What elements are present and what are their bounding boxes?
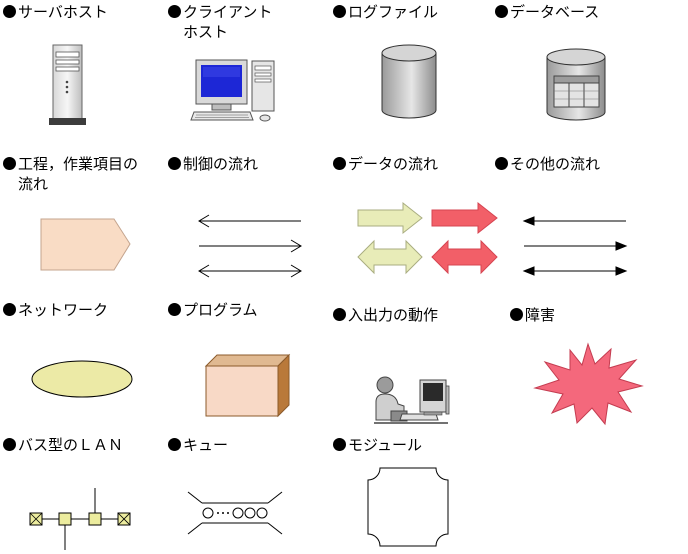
explosion-burst-icon <box>533 342 644 426</box>
queue-icon <box>187 491 283 535</box>
server-tower-icon <box>49 44 86 125</box>
legend-label-module: モジュール <box>333 435 422 455</box>
legend-label-fault: 障害 <box>510 305 555 325</box>
bullet-icon <box>168 157 181 170</box>
bullet-icon <box>168 438 181 451</box>
block-arrows-icon <box>357 201 498 275</box>
pentagon-arrow-icon <box>40 218 131 271</box>
legend-label-process-flow: 工程，作業項目の 流れ <box>3 154 138 194</box>
legend-label-other-flow: その他の流れ <box>495 154 600 174</box>
bullet-icon <box>3 303 16 316</box>
bullet-icon <box>510 308 523 321</box>
cylinder-icon <box>381 44 437 119</box>
bullet-icon <box>495 5 508 18</box>
legend-label-io-operation: 入出力の動作 <box>333 305 438 325</box>
legend-label-server-host: サーバホスト <box>3 2 108 22</box>
bullet-icon <box>168 303 181 316</box>
legend-label-database: データベース <box>495 2 599 22</box>
module-notched-square-icon <box>367 467 449 547</box>
box-icon <box>204 353 291 418</box>
ellipse-icon <box>31 360 133 398</box>
legend-label-log-file: ログファイル <box>333 2 438 22</box>
legend-label-data-flow: データの流れ <box>333 154 438 174</box>
bullet-icon <box>3 5 16 18</box>
bullet-icon <box>333 308 346 321</box>
bullet-icon <box>3 157 16 170</box>
bullet-icon <box>333 157 346 170</box>
bullet-icon <box>168 5 181 18</box>
legend-label-program: プログラム <box>168 300 258 320</box>
legend-label-control-flow: 制御の流れ <box>168 154 258 174</box>
desktop-computer-icon <box>190 59 275 122</box>
bullet-icon <box>333 438 346 451</box>
person-at-computer-icon <box>374 376 450 424</box>
database-cylinder-icon <box>546 48 606 121</box>
bullet-icon <box>333 5 346 18</box>
legend-label-network: ネットワーク <box>3 300 108 320</box>
legend-label-client-host: クライアント ホスト <box>168 2 272 42</box>
open-arrows-icon <box>198 214 302 278</box>
bullet-icon <box>3 438 16 451</box>
solid-arrows-icon <box>522 216 628 276</box>
legend-label-queue: キュー <box>168 435 228 455</box>
legend-label-bus-lan: バス型のＬＡＮ <box>3 435 123 455</box>
bus-lan-icon <box>29 488 131 550</box>
bullet-icon <box>495 157 508 170</box>
